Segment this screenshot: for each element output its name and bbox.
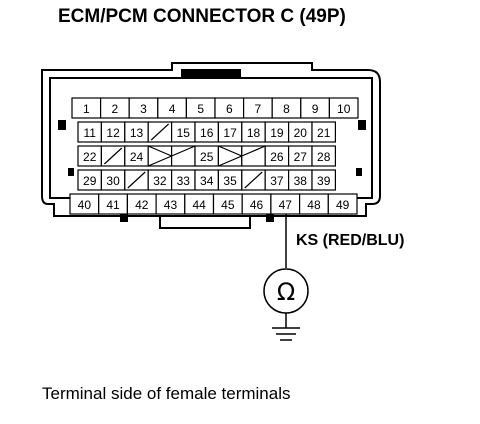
terminal-number: 16 [200, 126, 214, 140]
terminal-number: 18 [247, 126, 261, 140]
terminal-number: 28 [317, 150, 331, 164]
terminal-number: 4 [169, 102, 176, 116]
terminal-cell [217, 145, 243, 167]
right-key-lower [356, 168, 362, 176]
terminal-number: 3 [140, 102, 147, 116]
terminal-number: 32 [153, 174, 167, 188]
terminal-number: 13 [130, 126, 144, 140]
bottom-key-left [120, 214, 128, 222]
terminal-number: 1 [83, 102, 90, 116]
terminal-number: 8 [283, 102, 290, 116]
terminal-cell [311, 121, 336, 143]
terminal-number: 25 [200, 150, 214, 164]
terminal-number: 39 [317, 174, 331, 188]
terminal-number: 41 [106, 198, 120, 212]
terminal-number: 42 [135, 198, 149, 212]
terminal-number: 24 [130, 150, 144, 164]
terminal-number: 44 [192, 198, 206, 212]
terminal-number: 27 [294, 150, 308, 164]
blank-terminal-mark [147, 145, 196, 167]
blank-terminal-mark [244, 171, 263, 189]
terminal-number: 10 [337, 102, 351, 116]
terminal-cell [171, 145, 196, 167]
terminal-number: 46 [250, 198, 264, 212]
terminal-cell [147, 145, 173, 167]
terminal-cell [311, 169, 336, 191]
terminal-number: 48 [307, 198, 321, 212]
caption: Terminal side of female terminals [42, 384, 291, 403]
terminal-number: 26 [270, 150, 284, 164]
terminal-number: 20 [294, 126, 308, 140]
terminal-number: 9 [312, 102, 319, 116]
terminal-number: 2 [112, 102, 119, 116]
terminal-number: 19 [270, 126, 284, 140]
left-key-lower [68, 168, 74, 176]
terminal-number: 15 [177, 126, 191, 140]
blank-terminal-mark [218, 145, 266, 167]
ohm-symbol: Ω [277, 278, 295, 306]
right-key [358, 120, 366, 130]
terminal-number: 22 [83, 150, 97, 164]
terminal-number: 43 [164, 198, 178, 212]
terminal-cell [311, 145, 336, 167]
terminal-number: 12 [106, 126, 120, 140]
diagram-title: ECM/PCM CONNECTOR C (49P) [58, 6, 346, 27]
left-key [58, 120, 66, 130]
terminal-number: 29 [83, 174, 97, 188]
terminal-number: 40 [78, 198, 92, 212]
blank-terminal-mark [103, 147, 123, 165]
terminal-number: 7 [255, 102, 262, 116]
terminal-number: 34 [200, 174, 214, 188]
terminal-number: 35 [223, 174, 237, 188]
terminal-cell [328, 97, 359, 119]
blank-terminal-mark [150, 123, 170, 141]
terminal-number: 17 [223, 126, 237, 140]
wire-label: KS (RED/BLU) [296, 232, 405, 249]
terminal-number: 5 [197, 102, 204, 116]
terminal-number: 33 [177, 174, 191, 188]
terminal-number: 37 [270, 174, 284, 188]
terminal-number: 47 [279, 198, 293, 212]
terminal-number: 45 [221, 198, 235, 212]
terminal-number: 38 [294, 174, 308, 188]
bottom-key-right [266, 214, 274, 222]
terminal-number: 30 [106, 174, 120, 188]
blank-terminal-mark [127, 171, 146, 189]
terminal-cell [241, 145, 266, 167]
terminal-number: 49 [336, 198, 350, 212]
terminal-number: 21 [317, 126, 331, 140]
terminal-number: 6 [226, 102, 233, 116]
terminal-number: 11 [83, 126, 96, 140]
probe-wire [263, 214, 309, 341]
terminal-cell [327, 193, 358, 215]
